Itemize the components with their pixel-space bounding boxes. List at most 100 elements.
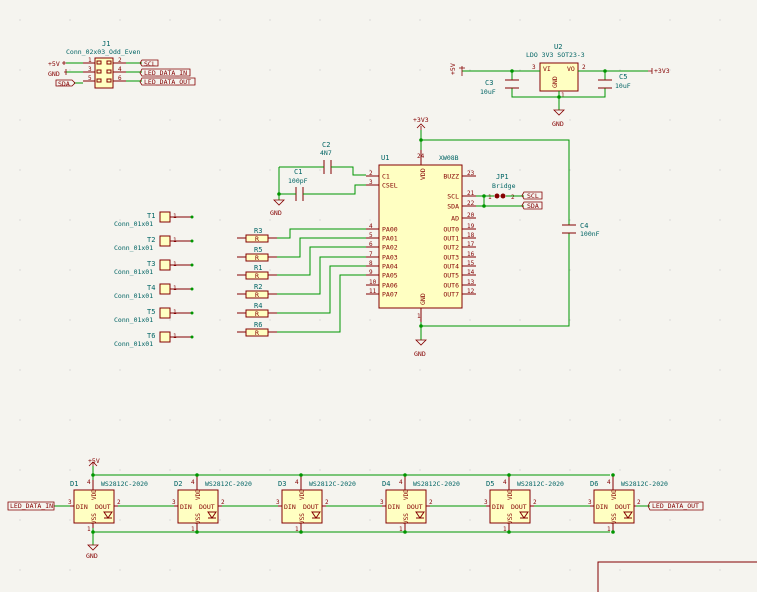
touch-pad-ref: T2 bbox=[147, 236, 155, 244]
grid-dot bbox=[269, 119, 271, 121]
led-dout-num: 2 bbox=[429, 499, 433, 506]
u1-gnd-pin: GND bbox=[419, 293, 427, 305]
jumper-jp1[interactable]: JP1 Bridge 1 2 SCL SDA bbox=[476, 173, 543, 210]
resistor-wire bbox=[277, 237, 366, 258]
grid-dot bbox=[719, 569, 721, 571]
grid-dot bbox=[469, 519, 471, 521]
grid-dot bbox=[219, 519, 221, 521]
capacitors-osc[interactable]: C2 4N7 C1 100pF GND C4 100nF bbox=[270, 139, 600, 327]
grid-dot bbox=[719, 269, 721, 271]
touch-pad-value: Conn_01x01 bbox=[114, 268, 153, 276]
u1-pin-name: OUT4 bbox=[443, 263, 459, 271]
led-ref: D4 bbox=[382, 480, 390, 488]
resistor-r3[interactable]: R3R bbox=[237, 227, 366, 243]
grid-dot bbox=[619, 269, 621, 271]
grid-dot bbox=[19, 519, 21, 521]
j1-5v-label: +5V bbox=[48, 60, 60, 68]
led-value: WS2812C-2020 bbox=[621, 480, 668, 488]
led-vss-num: 1 bbox=[87, 526, 91, 533]
grid-dot bbox=[669, 119, 671, 121]
grid-dot bbox=[369, 369, 371, 371]
touch-pad-end bbox=[190, 335, 194, 339]
grid-dot bbox=[369, 419, 371, 421]
j1-gnd-label: GND bbox=[48, 70, 60, 78]
mcu-u1[interactable]: U1 XW08B VDD 24 GND 1 C12CSEL3PA004PA015… bbox=[366, 116, 476, 358]
u1-pin-name: C1 bbox=[382, 173, 390, 181]
regulator-u2[interactable]: U2 LDO 3V3 SOT23-3 VI VO GND 3 2 1 C3 10… bbox=[449, 43, 670, 128]
u2-gnd-label: GND bbox=[552, 120, 564, 128]
connector-j1[interactable]: J1 Conn_02x03_Odd_Even 1 3 5 2 4 6 +5V G… bbox=[48, 40, 196, 89]
grid-dot bbox=[519, 169, 521, 171]
grid-dot bbox=[569, 19, 571, 21]
resistor-r2[interactable]: R2R bbox=[237, 256, 366, 299]
grid-dot bbox=[569, 319, 571, 321]
resistor-body-label: R bbox=[255, 254, 259, 262]
resistor-wire bbox=[277, 228, 366, 239]
j1-body bbox=[94, 57, 114, 89]
j1-led-data-out-label: LED_DATA_OUT bbox=[144, 78, 191, 86]
grid-dot bbox=[269, 69, 271, 71]
c1-gnd-label: GND bbox=[270, 209, 282, 217]
grid-dot bbox=[419, 419, 421, 421]
resistor-body-label: R bbox=[255, 235, 259, 243]
grid-dot bbox=[319, 119, 321, 121]
grid-dot bbox=[569, 269, 571, 271]
grid-dot bbox=[19, 369, 21, 371]
resistor-r5[interactable]: R5R bbox=[237, 237, 366, 262]
led-value: WS2812C-2020 bbox=[517, 480, 564, 488]
touch-pad-end bbox=[190, 287, 194, 291]
led-vdd: VDD bbox=[507, 489, 514, 500]
grid-dot bbox=[69, 519, 71, 521]
led-dout-num: 2 bbox=[325, 499, 329, 506]
resistor-r4[interactable]: R4R bbox=[237, 265, 366, 318]
led-ref: D2 bbox=[174, 480, 182, 488]
resistor-r6[interactable]: R6R bbox=[237, 274, 366, 337]
grid-dot bbox=[319, 569, 321, 571]
touch-pad-body bbox=[159, 283, 171, 295]
resistor-ref: R5 bbox=[254, 246, 262, 254]
u2-ref: U2 bbox=[554, 43, 562, 51]
c2-value: 4N7 bbox=[320, 149, 332, 157]
grid-dot bbox=[169, 569, 171, 571]
led-diode-icon bbox=[415, 511, 425, 519]
u1-pin-num: 21 bbox=[467, 190, 475, 197]
grid-dot bbox=[69, 369, 71, 371]
led-vss: VSS bbox=[195, 513, 202, 524]
grid-dot bbox=[119, 19, 121, 21]
led-vss-num: 1 bbox=[399, 526, 403, 533]
u1-pin-num: 7 bbox=[369, 251, 373, 258]
u1-pin-num: 13 bbox=[467, 279, 475, 286]
u1-pin-num: 12 bbox=[467, 288, 475, 295]
grid-dot bbox=[19, 469, 21, 471]
grid-dot bbox=[219, 569, 221, 571]
resistor-r1[interactable]: R1R bbox=[237, 246, 366, 280]
grid-dot bbox=[669, 569, 671, 571]
j1-pin-1: 1 bbox=[88, 57, 92, 64]
jp1-value: Bridge bbox=[492, 182, 516, 190]
grid-dot bbox=[269, 419, 271, 421]
led-dout: DOUT bbox=[511, 503, 527, 511]
grid-dot bbox=[219, 169, 221, 171]
led-gnd-label: GND bbox=[86, 552, 98, 560]
led-vdd: VDD bbox=[403, 489, 410, 500]
led-dout: DOUT bbox=[303, 503, 319, 511]
led-vss-num: 1 bbox=[503, 526, 507, 533]
grid-dot bbox=[519, 469, 521, 471]
u1-pin-num: 19 bbox=[467, 223, 475, 230]
touch-pad-value: Conn_01x01 bbox=[114, 220, 153, 228]
led-vdd-num: 4 bbox=[191, 479, 195, 486]
grid-dot bbox=[369, 19, 371, 21]
